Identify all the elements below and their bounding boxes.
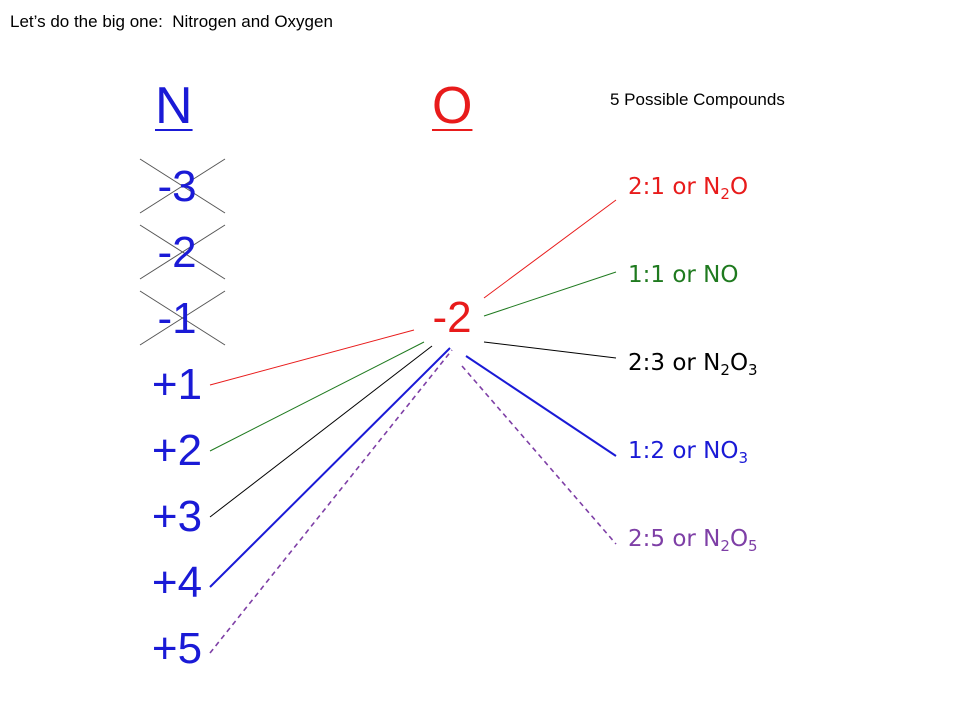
compound-label: 2:1 or N2O <box>628 174 749 203</box>
nitrogen-state: +3 <box>151 492 203 541</box>
nitrogen-state: +5 <box>151 624 203 673</box>
compound-ratio: 2:5 or <box>628 526 704 552</box>
nitrogen-state: -2 <box>157 228 197 277</box>
oxygen-state: -2 <box>432 293 472 342</box>
compounds-subheading: 5 Possible Compounds <box>610 90 785 109</box>
compound-formula: N2O <box>703 174 749 203</box>
compound-formula: NO3 <box>703 438 749 467</box>
slide-heading: Let’s do the big one: Nitrogen and Oxyge… <box>10 12 333 31</box>
compound-link <box>209 347 617 588</box>
cross-out-mark <box>139 158 226 214</box>
compound-ratio: 1:1 or <box>628 262 704 288</box>
compound-ratio: 1:2 or <box>628 438 704 464</box>
nitrogen-symbol: N <box>155 77 193 135</box>
nitrogen-state: +2 <box>151 426 203 475</box>
compound-label: 1:1 or NO <box>628 264 738 287</box>
compound-ratio: 2:1 or <box>628 174 704 200</box>
compound-formula: N2O3 <box>703 350 758 379</box>
oxygen-symbol: O <box>432 77 473 135</box>
compound-label: 1:2 or NO3 <box>628 438 749 467</box>
cross-out-mark <box>139 290 226 346</box>
nitrogen-state: -1 <box>157 294 197 343</box>
compound-formula: N2O5 <box>703 526 758 555</box>
cross-out-mark <box>139 224 226 280</box>
compound-formula: NO <box>703 262 739 288</box>
nitrogen-state: +4 <box>151 558 203 607</box>
compound-ratio: 2:3 or <box>628 350 704 376</box>
compound-link <box>209 271 617 452</box>
compound-link <box>209 341 617 518</box>
compound-label: 2:5 or N2O5 <box>628 526 758 555</box>
compound-link <box>209 349 617 654</box>
nitrogen-state: +1 <box>151 360 203 409</box>
compound-link <box>209 199 617 386</box>
nitrogen-state: -3 <box>157 162 197 211</box>
compound-label: 2:3 or N2O3 <box>628 350 758 379</box>
